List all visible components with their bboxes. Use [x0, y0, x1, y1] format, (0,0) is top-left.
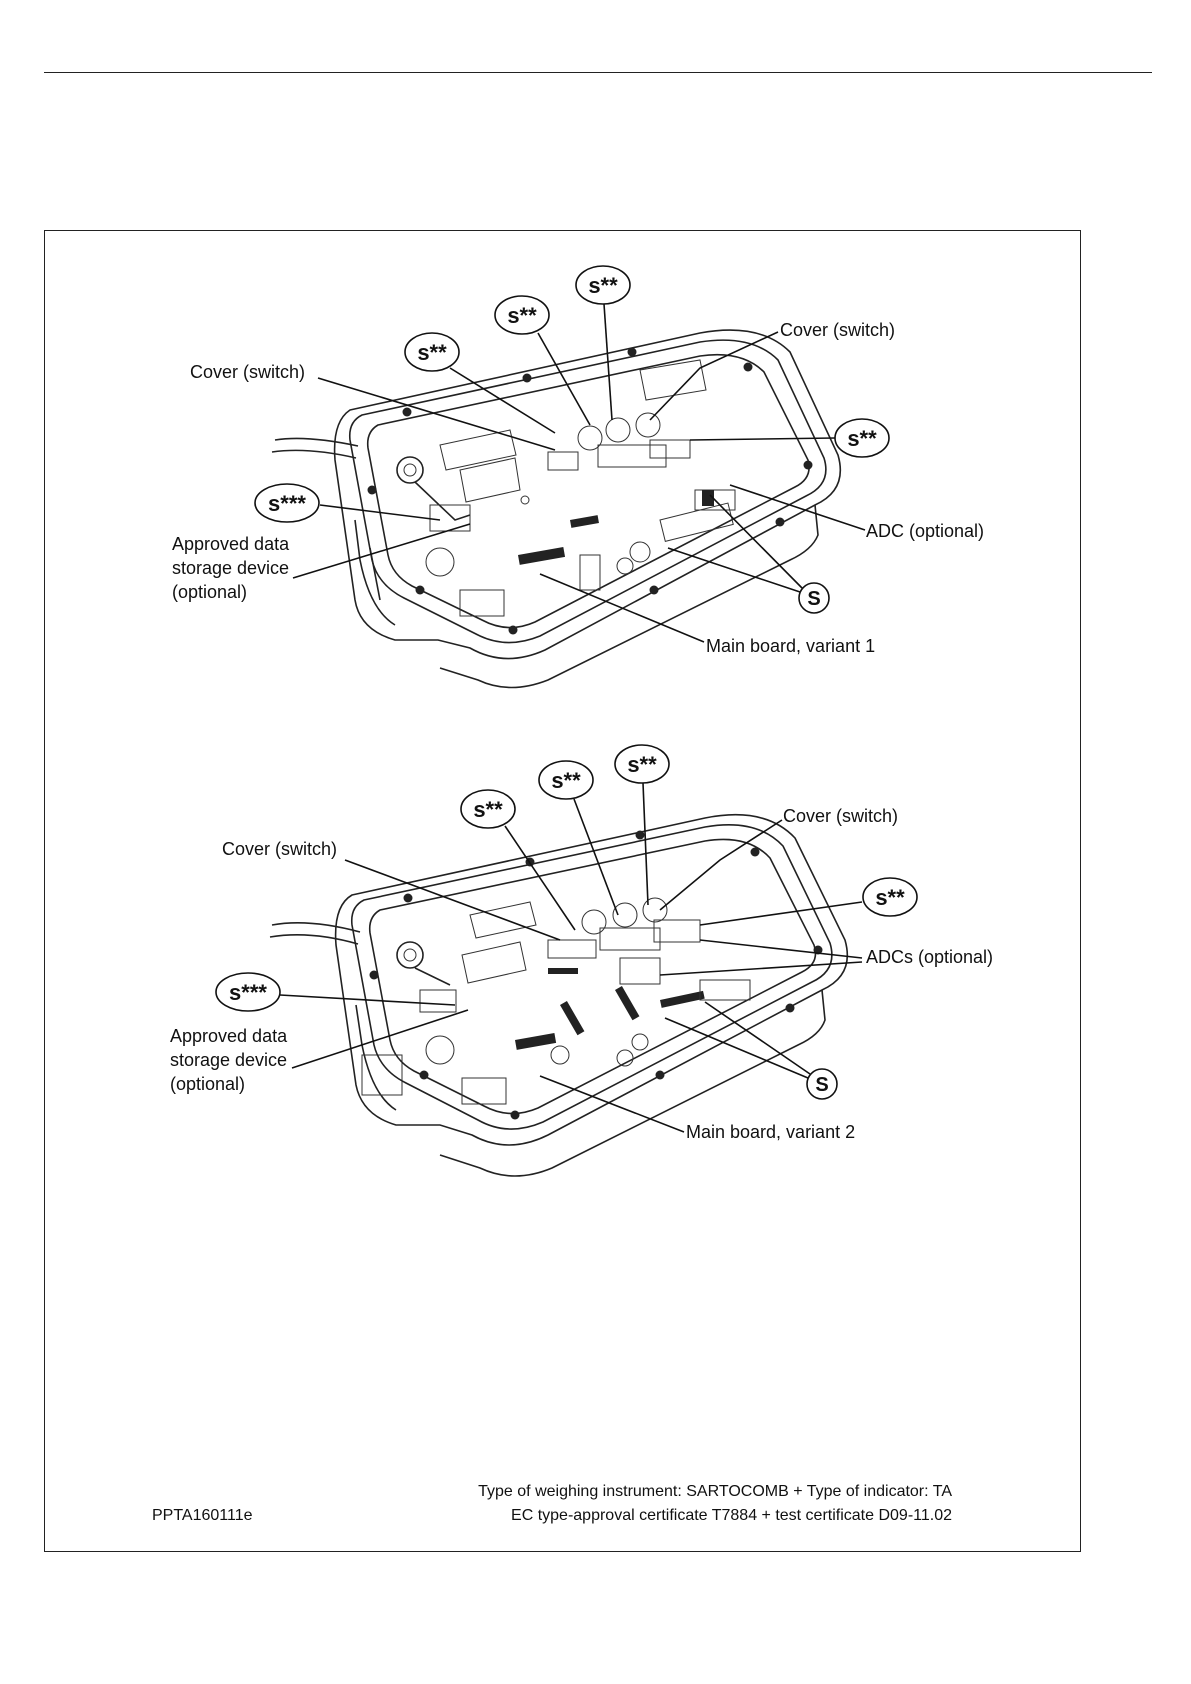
rim-screws-v2 — [369, 830, 823, 1120]
label-approved-data-2: storage device — [172, 558, 289, 578]
seal-mark-s: S — [815, 1074, 828, 1096]
top-rule — [44, 72, 1152, 73]
variant-1-labels: Cover (switch) Cover (switch) Approved d… — [172, 320, 984, 656]
variant-2-drawing — [269, 813, 849, 1177]
seal-mark-s2: s** — [507, 303, 537, 328]
label-cover-switch-right: Cover (switch) — [783, 806, 898, 826]
seal-mark-s2: s** — [588, 273, 618, 298]
label-cover-switch-right: Cover (switch) — [780, 320, 895, 340]
variant-1-leaders — [292, 303, 866, 643]
seal-mark-s2: s** — [417, 340, 447, 365]
footer: PPTA160111e Type of weighing instrument:… — [152, 1483, 952, 1524]
label-adc-optional: ADC (optional) — [866, 521, 984, 541]
label-approved-data-1: Approved data — [170, 1026, 288, 1046]
label-main-board-variant-2: Main board, variant 2 — [686, 1122, 855, 1142]
label-main-board-variant-1: Main board, variant 1 — [706, 636, 875, 656]
label-cover-switch-left: Cover (switch) — [190, 362, 305, 382]
seal-mark-s2: s** — [551, 768, 581, 793]
variant-2-leaders — [279, 782, 863, 1133]
seal-mark-s2: s** — [627, 752, 657, 777]
seal-mark-s2: s** — [847, 426, 877, 451]
variant-2-labels: Cover (switch) Cover (switch) Approved d… — [170, 806, 993, 1142]
seal-mark-s3: s*** — [229, 980, 267, 1005]
seal-mark-s2: s** — [473, 797, 503, 822]
label-approved-data-3: (optional) — [170, 1074, 245, 1094]
seal-mark-s: S — [807, 588, 820, 610]
document-id: PPTA160111e — [152, 1507, 253, 1524]
label-approved-data-3: (optional) — [172, 582, 247, 602]
seal-mark-s2: s** — [875, 885, 905, 910]
label-approved-data-2: storage device — [170, 1050, 287, 1070]
variant-1-drawing — [271, 329, 842, 689]
label-adcs-optional: ADCs (optional) — [866, 947, 993, 967]
seal-mark-s3: s*** — [268, 491, 306, 516]
rim-screws-v1 — [367, 347, 813, 635]
footer-instrument-type: Type of weighing instrument: SARTOCOMB +… — [478, 1483, 952, 1500]
footer-certificate: EC type-approval certificate T7884 + tes… — [511, 1507, 952, 1524]
diagram-frame — [44, 230, 1081, 1552]
label-approved-data-1: Approved data — [172, 534, 290, 554]
label-cover-switch-left: Cover (switch) — [222, 839, 337, 859]
variant-1-seal-marks: s** s** s** s** s*** S — [254, 265, 890, 614]
variant-2-seal-marks: s** s** s** s** s*** S — [215, 744, 918, 1100]
